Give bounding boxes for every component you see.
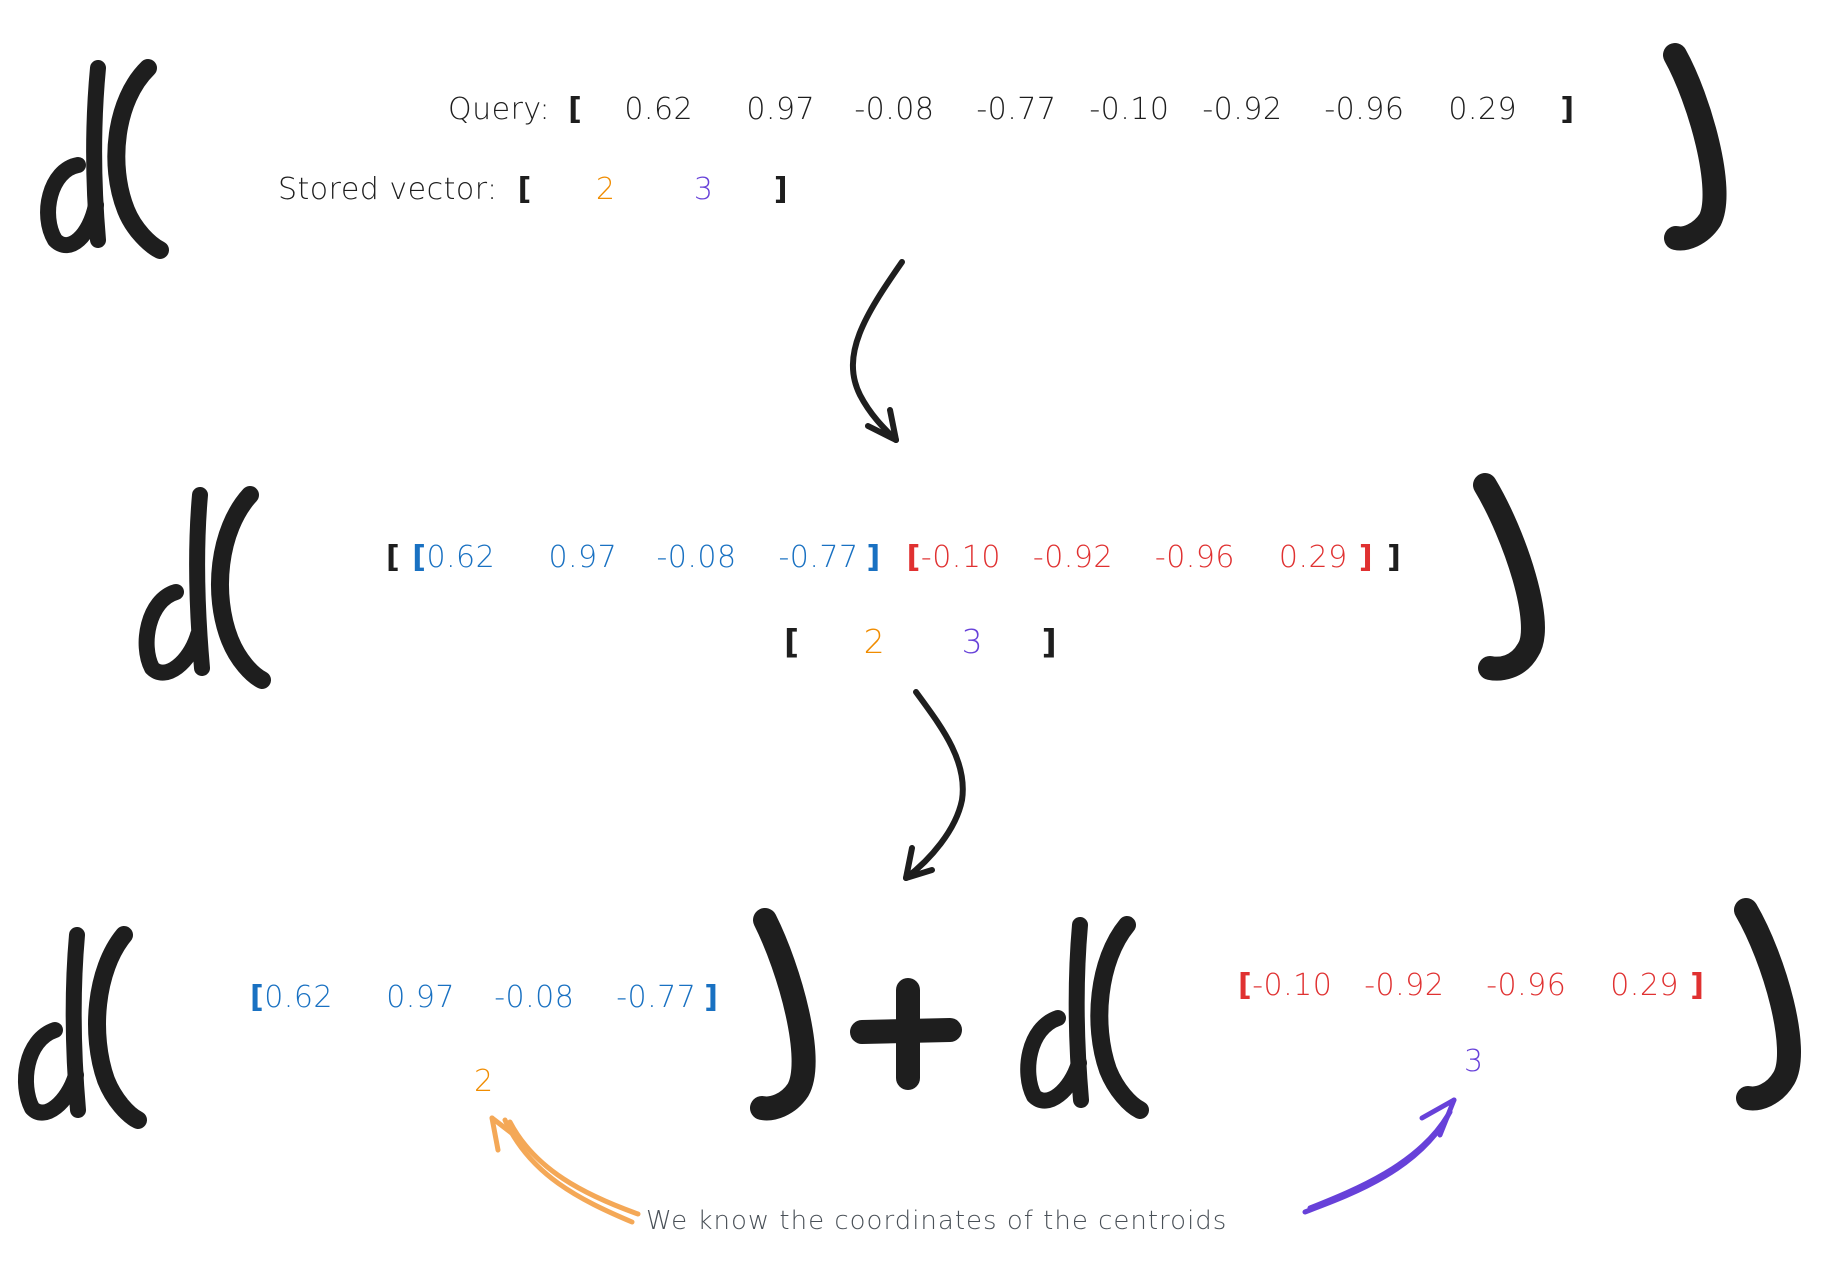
right-subvector: [ -0.10 -0.92 -0.96 0.29 ]	[1238, 968, 1704, 1003]
subvector-2-value: -0.92	[1364, 968, 1445, 1003]
subvector-2-value: -0.10	[1252, 968, 1333, 1003]
close-paren-step3-left	[750, 908, 816, 1121]
subvector-2-value: 0.29	[1610, 968, 1680, 1003]
stored-value-centroid-2: 2	[595, 172, 616, 207]
open-bracket: [	[568, 92, 583, 127]
subvector-1-value: -0.77	[778, 540, 859, 575]
subvector-1-close-bracket: ]	[866, 540, 881, 575]
subvector-1-open-bracket: [	[412, 540, 427, 575]
subvector-1-value: -0.08	[656, 540, 737, 575]
plus-sign	[850, 978, 962, 1090]
stored-value-centroid-3: 3	[961, 622, 984, 661]
subvector-2-value: -0.92	[1032, 540, 1113, 575]
query-value: -0.92	[1202, 92, 1283, 127]
close-paren-step3-right	[1734, 898, 1801, 1111]
query-value: -0.96	[1324, 92, 1405, 127]
subvector-1-value: -0.77	[616, 980, 697, 1015]
split-stored-row: [ 2 3 ]	[784, 622, 1057, 661]
distance-function-glyph-step2	[138, 486, 271, 689]
subvector-2-open-bracket: [	[906, 540, 921, 575]
query-value: 0.97	[746, 92, 816, 127]
flow-arrow-down-1	[849, 259, 905, 443]
stored-vector-row: Stored vector: [ 2 3 ]	[278, 172, 788, 207]
subvector-2-value: 0.29	[1278, 540, 1348, 575]
stored-value-centroid-2: 2	[863, 622, 886, 661]
open-bracket: [	[784, 622, 800, 661]
subvector-2-open-bracket: [	[1238, 968, 1253, 1003]
subvector-2-close-bracket: ]	[1358, 540, 1374, 575]
query-value: 0.62	[624, 92, 694, 127]
subvector-2-value: -0.96	[1154, 540, 1235, 575]
distance-function-glyph-step1	[40, 59, 169, 259]
centroid-id-2: 2	[474, 1064, 494, 1099]
subvector-1-value: 0.97	[548, 540, 618, 575]
subvector-1-value: 0.62	[264, 980, 334, 1015]
outer-close-bracket: ]	[1387, 540, 1402, 575]
flow-arrow-down-2	[903, 689, 966, 881]
close-bracket: ]	[1560, 92, 1575, 127]
query-value: -0.08	[854, 92, 935, 127]
open-bracket: [	[517, 172, 532, 207]
close-bracket: ]	[1041, 622, 1058, 661]
distance-function-glyph-step3-right	[1020, 916, 1149, 1119]
annotation-arrow-to-centroid-2	[489, 1115, 641, 1225]
subvector-2-value: -0.10	[920, 540, 1001, 575]
close-bracket: ]	[773, 172, 789, 207]
close-paren-step1	[1663, 43, 1727, 251]
query-value: -0.77	[976, 92, 1057, 127]
stored-value-centroid-3: 3	[693, 172, 714, 207]
stored-vector-label: Stored vector:	[278, 172, 498, 207]
left-subvector: [ 0.62 0.97 -0.08 -0.77 ]	[250, 980, 718, 1015]
subvector-1-open-bracket: [	[250, 980, 265, 1015]
distance-function-glyph-step3-left	[18, 926, 147, 1129]
query-label: Query:	[448, 92, 551, 127]
annotation-note: We know the coordinates of the centroids	[646, 1206, 1228, 1236]
outer-open-bracket: [	[386, 540, 401, 575]
subvector-1-value: -0.08	[494, 980, 575, 1015]
query-value: -0.10	[1089, 92, 1170, 127]
query-value: 0.29	[1448, 92, 1518, 127]
centroid-id-3: 3	[1464, 1044, 1484, 1079]
query-row: Query: [ 0.62 0.97 -0.08 -0.77 -0.10 -0.…	[448, 92, 1575, 127]
subvector-1-close-bracket: ]	[704, 980, 719, 1015]
subvector-2-close-bracket: ]	[1690, 968, 1705, 1003]
close-paren-step2	[1473, 473, 1545, 681]
subvector-1-value: 0.62	[426, 540, 496, 575]
subvector-2-value: -0.96	[1486, 968, 1567, 1003]
annotation-arrow-to-centroid-3	[1302, 1097, 1457, 1215]
subvector-1-value: 0.97	[386, 980, 456, 1015]
split-query-row: [ [ 0.62 0.97 -0.08 -0.77 ] [ -0.10 -0.9…	[386, 540, 1401, 575]
